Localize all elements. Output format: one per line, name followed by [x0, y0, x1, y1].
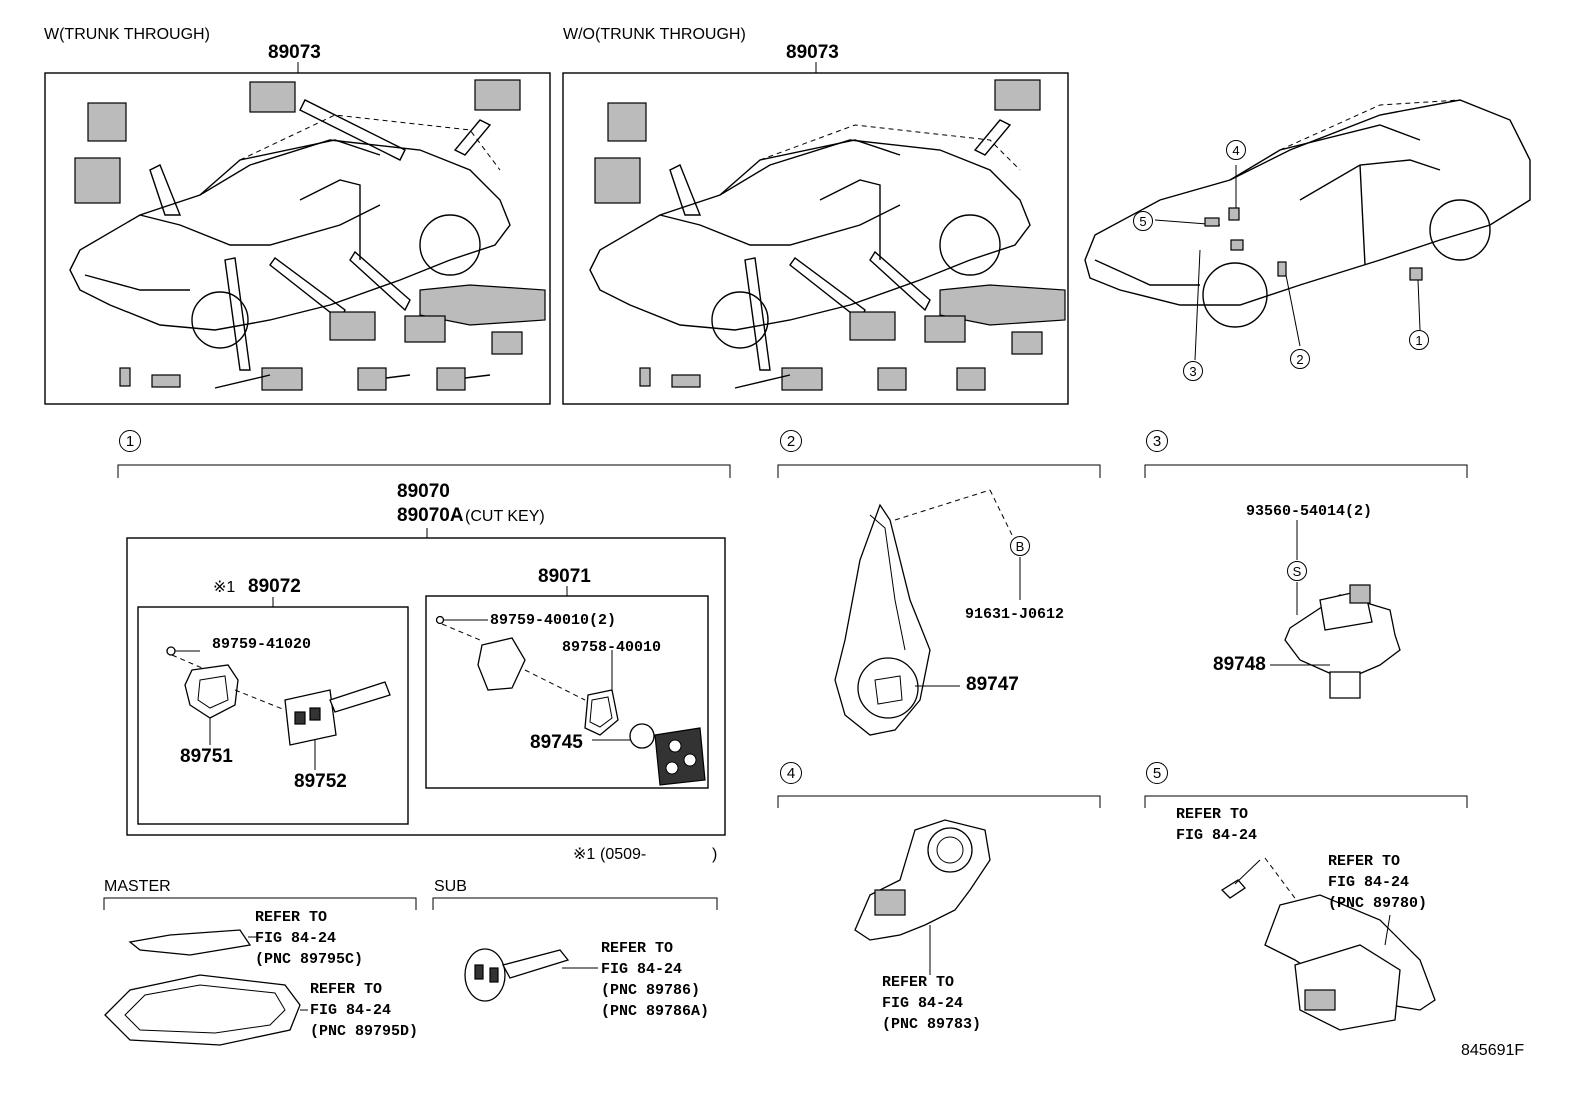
refer-note-section-5-right: REFER TO FIG 84-24 (PNC 89780) [1328, 853, 1428, 912]
part-number-89073-with-trunk: 89073 [268, 42, 321, 63]
section-callout-1: 1 [119, 430, 141, 452]
master-and-sub-keys [104, 929, 598, 1046]
section-callout-3: 3 [1146, 430, 1168, 452]
cut-key-note: (CUT KEY) [465, 508, 545, 525]
location-callout-1: 1 [1409, 330, 1429, 350]
refer-note-sub: REFER TO FIG 84-24 (PNC 89786) (PNC 8978… [601, 940, 710, 1020]
header-sub: SUB [434, 878, 467, 895]
part-number-89759-41020: 89759-41020 [212, 636, 312, 653]
section-3-relay [1270, 520, 1401, 699]
figure-id: 845691F [1461, 1042, 1525, 1059]
part-number-89751: 89751 [180, 746, 233, 767]
car-diagram-with-trunk-through [44, 62, 551, 405]
note-mark-89072: ※1 [213, 579, 236, 596]
part-number-89758-40010: 89758-40010 [562, 639, 662, 656]
part-number-91631-j0612: 91631-J0612 [965, 606, 1065, 623]
part-number-89747: 89747 [966, 674, 1019, 695]
car-overview-locations [1084, 99, 1531, 361]
refer-note-master-top: REFER TO FIG 84-24 (PNC 89795C) [255, 909, 364, 968]
section-2-ignition-switch [834, 489, 1021, 736]
part-number-89072: 89072 [248, 576, 301, 597]
part-number-89745: 89745 [530, 732, 583, 753]
note-mark: ※1 [573, 846, 596, 863]
part-number-89070: 89070 [397, 481, 450, 502]
location-callout-5: 5 [1133, 211, 1153, 231]
section-4-lock-cylinder [854, 819, 991, 975]
note-date-range-close: ) [712, 846, 718, 863]
location-callout-3: 3 [1183, 361, 1203, 381]
section-callout-4: 4 [780, 762, 802, 784]
header-master: MASTER [104, 878, 171, 895]
part-number-89752: 89752 [294, 771, 347, 792]
refer-note-section-5-left: REFER TO FIG 84-24 [1176, 806, 1258, 844]
refer-note-master-bottom: REFER TO FIG 84-24 (PNC 89795D) [310, 981, 419, 1040]
part-number-89073-without-trunk: 89073 [786, 42, 839, 63]
section-brackets [103, 464, 1468, 910]
header-with-trunk-through: W(TRUNK THROUGH) [44, 26, 210, 43]
part-number-93560-54014: 93560-54014(2) [1246, 503, 1373, 520]
callout-s: S [1287, 561, 1307, 581]
section-5-sensor [1220, 857, 1436, 1031]
location-callout-2: 2 [1290, 349, 1310, 369]
section-callout-2: 2 [780, 430, 802, 452]
car-diagram-without-trunk-through [562, 62, 1069, 405]
part-number-89748: 89748 [1213, 654, 1266, 675]
section-callout-5: 5 [1146, 762, 1168, 784]
refer-note-section-4: REFER TO FIG 84-24 (PNC 89783) [882, 974, 982, 1033]
callout-b: B [1010, 536, 1030, 556]
part-number-89071: 89071 [538, 566, 591, 587]
part-number-89759-40010: 89759-40010(2) [490, 612, 617, 629]
section-1-key-set [126, 528, 726, 836]
header-without-trunk-through: W/O(TRUNK THROUGH) [563, 26, 746, 43]
location-callout-4: 4 [1226, 140, 1246, 160]
note-date-range: (0509- [600, 846, 647, 863]
part-number-89070a: 89070A [397, 505, 464, 526]
